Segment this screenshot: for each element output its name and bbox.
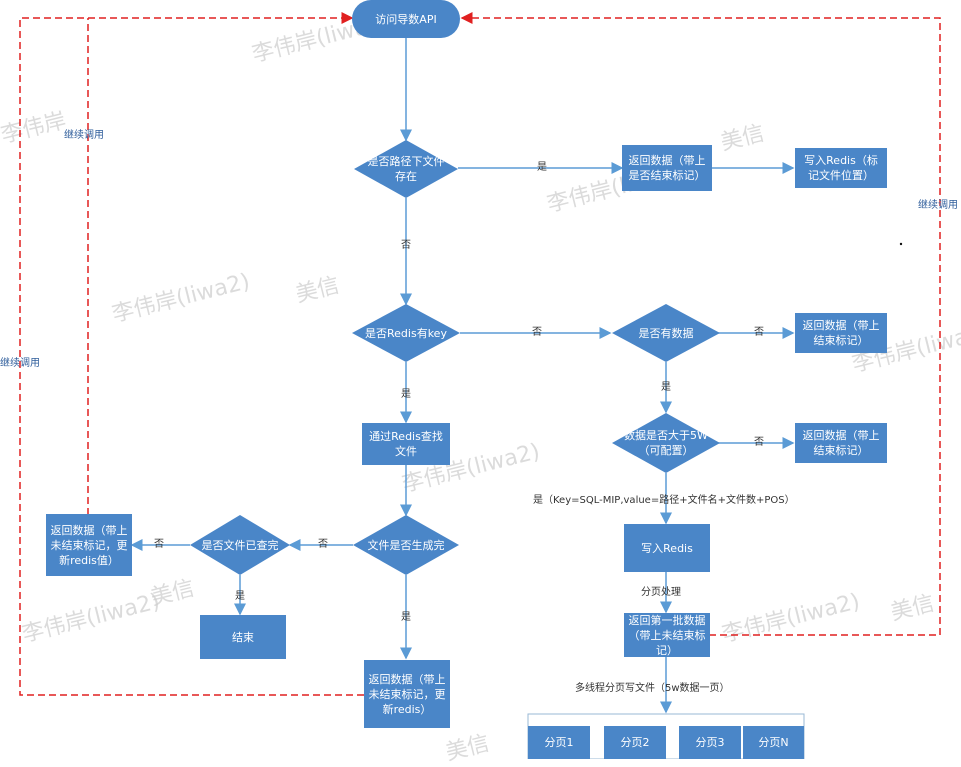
edge-label-yes: 是 <box>401 389 411 400</box>
decision-file-generated-text: 文件是否生成完 <box>367 538 445 552</box>
return-end-flag-1: 返回数据（带上结束标记） <box>795 313 887 353</box>
edge-label-yes: 是 <box>537 162 547 173</box>
loop-label-continue: 继续调用 <box>0 358 40 369</box>
edge-label-yes: 是 <box>401 612 411 623</box>
loop-right <box>460 12 941 636</box>
edge-label-no: 否 <box>754 327 764 338</box>
decision-path-file <box>354 140 458 198</box>
edge-label-no: 否 <box>401 240 411 251</box>
write-redis: 写入Redis <box>624 524 710 572</box>
edge-label-no: 否 <box>318 539 328 550</box>
edge-label-yes: 是 <box>661 382 671 393</box>
page-1: 分页1 <box>528 726 590 759</box>
page-3: 分页3 <box>679 726 741 759</box>
decision-file-checked-text: 是否文件已查完 <box>201 538 279 552</box>
loop-label-continue: 继续调用 <box>918 200 958 211</box>
edge-label-yes: 是 <box>235 591 245 602</box>
edge-label-no: 否 <box>154 539 164 550</box>
start-terminator: 访问导数API <box>352 0 460 38</box>
loop-label-continue: 继续调用 <box>64 130 104 141</box>
write-redis-position: 写入Redis（标记文件位置） <box>795 148 887 188</box>
return-first-batch: 返回第一批数据（带上未结束标记） <box>624 613 710 657</box>
end-box: 结束 <box>200 615 286 659</box>
page-n: 分页N <box>743 726 804 759</box>
page-2: 分页2 <box>604 726 666 759</box>
edge-label-no: 否 <box>532 327 542 338</box>
decision-path-file-text: 是否路径下文件存在 <box>367 155 445 183</box>
edge-label-redis-kv: 是（Key=SQL-MIP,value=路径+文件名+文件数+POS） <box>533 495 795 506</box>
decision-has-data <box>612 304 720 362</box>
find-by-redis: 通过Redis查找文件 <box>362 423 450 465</box>
decision-file-checked <box>190 515 290 575</box>
decision-over-5w-text: 数据是否大于5W（可配置） <box>624 429 708 457</box>
return-end-flag-top: 返回数据（带上是否结束标记） <box>622 145 712 191</box>
decision-over-5w <box>612 413 720 473</box>
return-update-redis-left: 返回数据（带上未结束标记，更新redis值） <box>46 514 132 576</box>
decision-has-data-text: 是否有数据 <box>638 326 694 340</box>
loop-left-bottom <box>19 12 364 696</box>
return-update-redis-bottom: 返回数据（带上未结束标记，更新redis） <box>364 660 450 728</box>
decision-redis-key <box>352 304 460 362</box>
edge-label-paging: 分页处理 <box>641 587 681 598</box>
edge-label-no: 否 <box>754 437 764 448</box>
decision-redis-key-text: 是否Redis有key <box>365 326 447 340</box>
decision-file-generated <box>353 515 459 575</box>
edge-label-multithread: 多线程分页写文件（5w数据一页） <box>575 683 730 694</box>
return-end-flag-2: 返回数据（带上结束标记） <box>795 423 887 463</box>
